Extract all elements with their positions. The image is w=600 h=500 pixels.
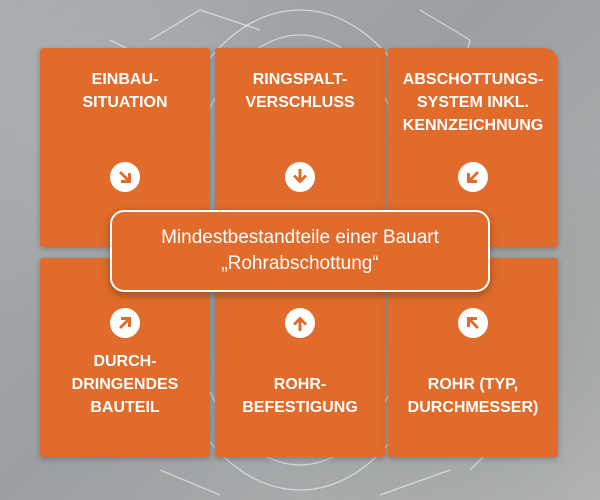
card-label: DURCH- DRINGENDES BAUTEIL: [71, 353, 179, 416]
center-title-line1: Mindestbestandteile einer Bauart: [161, 227, 439, 248]
card-label: RINGSPALT- VERSCHLUSS: [245, 71, 355, 111]
arrow-down-right-icon: [110, 162, 140, 192]
arrow-up-right-icon: [110, 308, 140, 338]
center-title-line2: „Rohrabschottung“: [221, 253, 379, 274]
center-title-box: Mindestbestandteile einer Bauart „Rohrab…: [110, 210, 490, 292]
arrow-down-icon: [285, 162, 315, 192]
arrow-down-left-icon: [458, 162, 488, 192]
card-label: ROHR (TYP, DURCHMESSER): [407, 376, 539, 416]
card-label: ROHR- BEFESTIGUNG: [242, 376, 358, 416]
card-label: ABSCHOTTUNGS- SYSTEM INKL. KENNZEICHNUNG: [402, 71, 544, 134]
arrow-up-left-icon: [458, 308, 488, 338]
arrow-up-icon: [285, 308, 315, 338]
card-label: EINBAU- SITUATION: [82, 71, 168, 111]
